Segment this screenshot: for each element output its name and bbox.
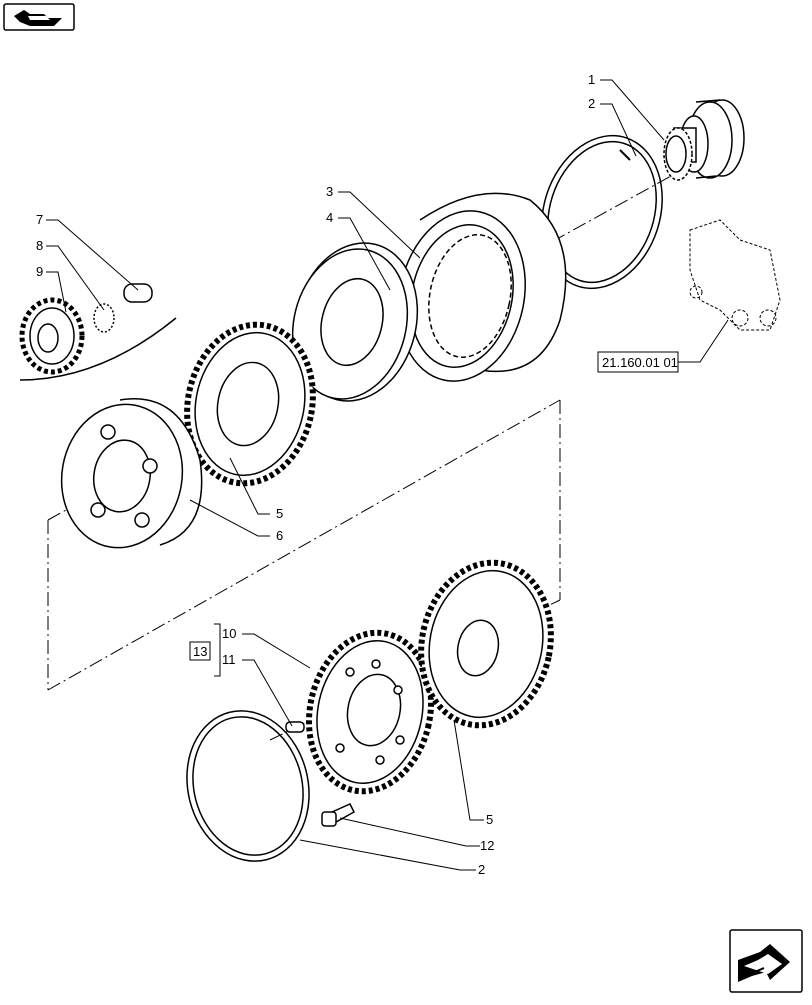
callout-4: 4 — [326, 210, 333, 225]
reference-label: 21.160.01 01 — [602, 355, 678, 370]
gear-top — [184, 321, 316, 487]
planet-carrier — [60, 398, 203, 549]
callout-2-top: 2 — [588, 96, 595, 111]
friction-disc — [291, 242, 419, 402]
callout-labels: 1 2 3 4 5 6 7 8 9 10 11 5 12 2 — [36, 72, 595, 877]
callout-5-bottom: 5 — [486, 812, 493, 827]
forward-arrow-icon[interactable] — [729, 929, 803, 993]
callout-7: 7 — [36, 212, 43, 227]
group-13-box[interactable]: 13 — [189, 641, 211, 661]
snap-ring-bottom — [186, 710, 310, 862]
output-gear — [285, 629, 435, 795]
callout-3: 3 — [326, 184, 333, 199]
callout-1: 1 — [588, 72, 595, 87]
gear-bottom — [418, 559, 554, 729]
leader-lines — [46, 79, 729, 871]
callout-13: 13 — [193, 644, 207, 659]
back-arrow-icon[interactable] — [3, 3, 75, 31]
callout-10: 10 — [222, 626, 236, 641]
callout-12: 12 — [480, 838, 494, 853]
planet-gear-set — [19, 283, 177, 381]
bolt — [321, 803, 355, 827]
reference-box[interactable]: 21.160.01 01 — [597, 351, 679, 373]
callout-2-bottom: 2 — [478, 862, 485, 877]
ring-gear-housing — [398, 192, 567, 382]
callout-8: 8 — [36, 238, 43, 253]
callout-6: 6 — [276, 528, 283, 543]
callout-5-top: 5 — [276, 506, 283, 521]
callout-11: 11 — [222, 652, 236, 667]
snap-ring-top — [541, 134, 663, 290]
reference-part-ghost — [689, 219, 781, 331]
callout-9: 9 — [36, 264, 43, 279]
pinion-shaft — [663, 99, 745, 181]
